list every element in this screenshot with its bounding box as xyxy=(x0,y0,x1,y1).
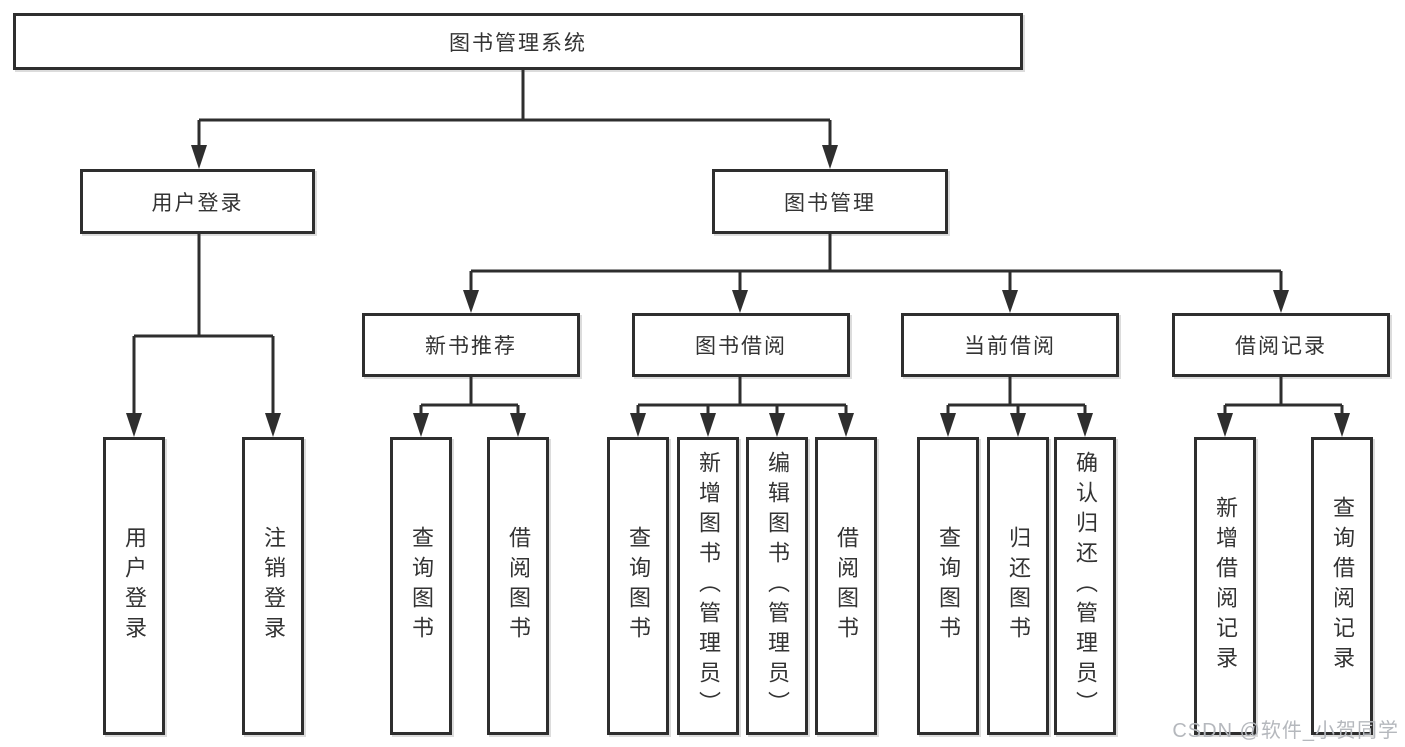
arrowhead xyxy=(1002,290,1018,313)
node-borrow-books-leaf: 借阅图书 xyxy=(815,437,877,735)
node-return-books: 归还图书 xyxy=(987,437,1049,735)
node-user-login-leaf: 用户登录 xyxy=(103,437,165,735)
node-book-management: 图书管理 xyxy=(712,169,948,234)
arrowhead xyxy=(940,413,956,437)
node-root: 图书管理系统 xyxy=(13,13,1023,70)
arrowhead xyxy=(732,290,748,313)
node-logout-leaf: 注销登录 xyxy=(242,437,304,735)
node-add-borrow-record: 新增借阅记录 xyxy=(1194,437,1256,735)
node-edit-books-admin: 编辑图书（管理员） xyxy=(746,437,808,735)
connector-borrow-records-to-children xyxy=(1223,377,1344,414)
node-query-borrow-record: 查询借阅记录 xyxy=(1311,437,1373,735)
node-query-books-current: 查询图书 xyxy=(917,437,979,735)
arrowhead xyxy=(126,413,142,437)
arrowhead xyxy=(1273,290,1289,313)
connector-current-borrow-to-children xyxy=(946,377,1087,414)
node-current-borrow: 当前借阅 xyxy=(901,313,1119,377)
connector-book-borrow-to-children xyxy=(636,377,848,414)
arrowhead xyxy=(413,413,429,437)
arrowhead xyxy=(463,290,479,313)
node-borrow-books-recommend: 借阅图书 xyxy=(487,437,549,735)
arrowhead xyxy=(1010,413,1026,437)
node-query-books-borrow: 查询图书 xyxy=(607,437,669,735)
node-add-books-admin: 新增图书（管理员） xyxy=(677,437,739,735)
arrowhead xyxy=(510,413,526,437)
node-user-login: 用户登录 xyxy=(80,169,315,234)
arrowhead xyxy=(1217,413,1233,437)
node-query-books-recommend: 查询图书 xyxy=(390,437,452,735)
connector-book-management-to-level3 xyxy=(469,234,1283,290)
arrowhead xyxy=(838,413,854,437)
node-borrow-records: 借阅记录 xyxy=(1172,313,1390,377)
arrowhead xyxy=(1077,413,1093,437)
arrowhead xyxy=(700,413,716,437)
node-confirm-return-admin: 确认归还（管理员） xyxy=(1054,437,1116,735)
connector-new-book-recommend-to-children xyxy=(419,377,520,414)
connector-user-login-to-children xyxy=(132,234,275,414)
arrowhead xyxy=(191,145,207,169)
arrowhead xyxy=(1334,413,1350,437)
node-book-borrow: 图书借阅 xyxy=(632,313,850,377)
csdn-watermark: CSDN @软件_小贺同学 xyxy=(1172,720,1399,742)
node-new-book-recommend: 新书推荐 xyxy=(362,313,580,377)
arrowhead xyxy=(630,413,646,437)
arrowhead xyxy=(265,413,281,437)
arrowhead xyxy=(822,145,838,169)
arrowhead xyxy=(769,413,785,437)
connector-root-to-level2 xyxy=(197,70,832,146)
